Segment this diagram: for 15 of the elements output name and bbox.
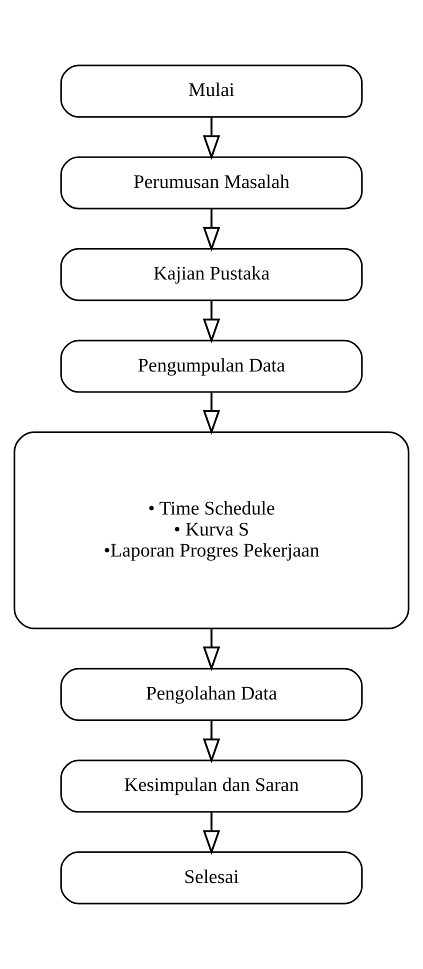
node-box: Kesimpulan dan Saran (60, 760, 363, 813)
node-box: Perumusan Masalah (60, 156, 363, 210)
arrow (202, 392, 220, 435)
arrow (202, 116, 220, 160)
arrow (202, 812, 220, 855)
arrow (202, 300, 220, 344)
node-box: Selesai (60, 851, 363, 904)
node-box: Pengolahan Data (60, 668, 363, 721)
node-box: • Time Schedule • Kurva S •Laporan Progres Pekerjaan (14, 431, 410, 630)
arrow (202, 628, 220, 672)
node-box: Pengumpulan Data (60, 340, 363, 393)
arrow (202, 208, 220, 252)
arrow (202, 720, 220, 764)
node-box: Kajian Pustaka (60, 248, 363, 302)
node-box: Mulai (60, 64, 363, 118)
